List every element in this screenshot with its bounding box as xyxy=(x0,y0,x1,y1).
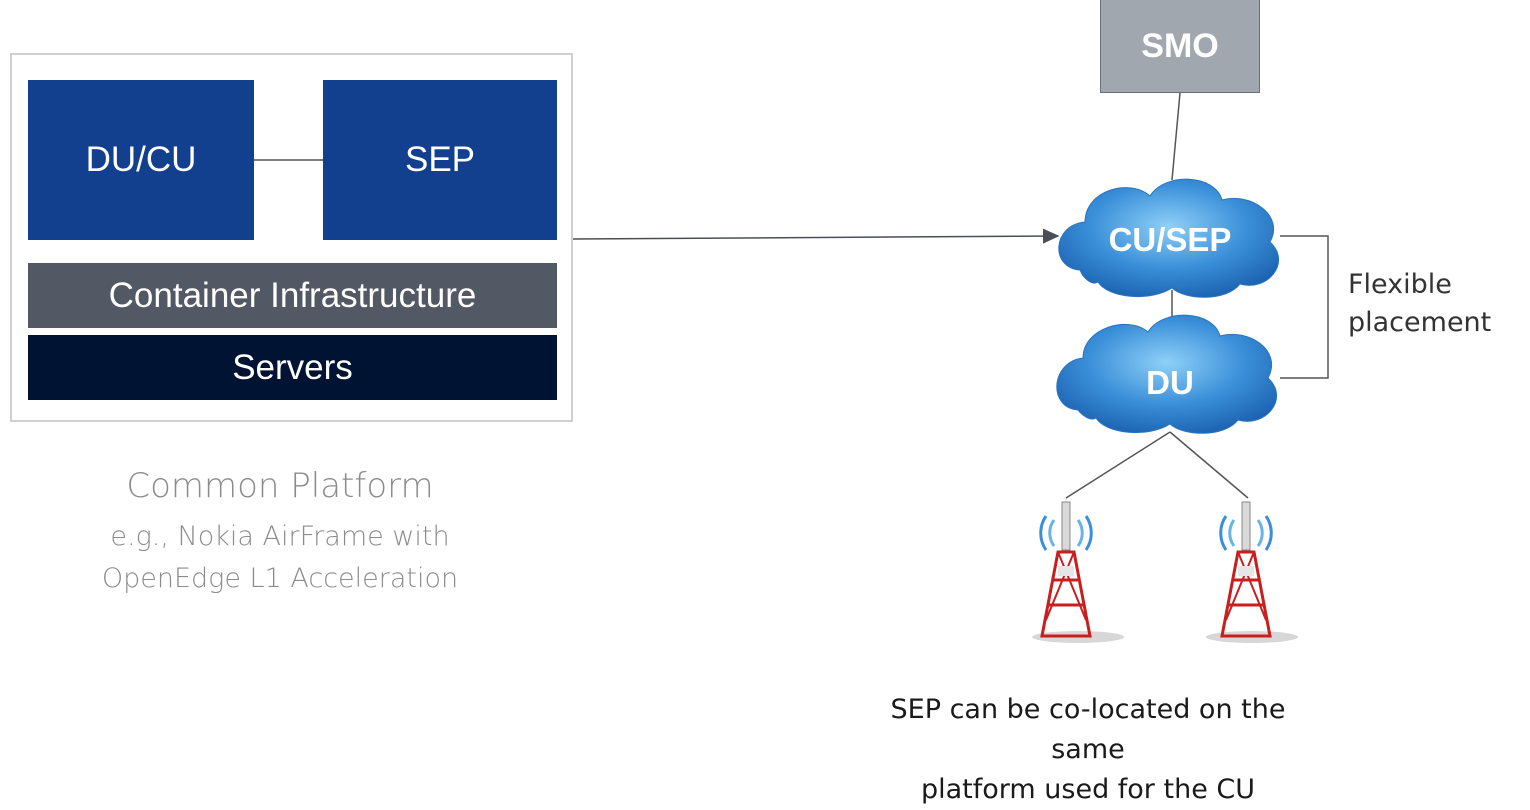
sep-colocation-line-2: platform used for the CU xyxy=(920,774,1256,805)
cell-tower-right-icon xyxy=(1206,501,1298,643)
platform-caption-subtitle: e.g., Nokia AirFrame with OpenEdge L1 Ac… xyxy=(40,516,520,600)
diagram-canvas: CU/SEP DU xyxy=(254,92,1329,643)
smo-to-cusep-link xyxy=(1171,92,1181,181)
container-infrastructure-bar: Container Infrastructure xyxy=(28,263,557,328)
du-to-tower-left-link xyxy=(1065,431,1171,499)
cu-sep-cloud-icon: CU/SEP xyxy=(1058,178,1280,298)
flexible-placement-line-2: placement xyxy=(1348,307,1492,338)
du-label: DU xyxy=(1146,364,1194,401)
du-cu-label: DU/CU xyxy=(85,140,197,179)
container-infrastructure-label: Container Infrastructure xyxy=(108,275,477,315)
platform-caption-line-1: e.g., Nokia AirFrame with xyxy=(110,521,450,552)
servers-label: Servers xyxy=(232,347,353,387)
servers-bar: Servers xyxy=(28,335,557,400)
flexible-placement-label: Flexible placement xyxy=(1348,266,1491,342)
cell-tower-left-icon xyxy=(1032,501,1124,643)
flexible-placement-line-1: Flexible xyxy=(1348,269,1452,300)
common-platform-frame xyxy=(10,53,573,422)
smo-box: SMO xyxy=(1100,0,1260,93)
flexible-placement-bracket xyxy=(1280,235,1329,379)
sep-label: SEP xyxy=(404,140,476,179)
platform-to-cusep-arrow xyxy=(572,228,1060,244)
du-cloud-icon: DU xyxy=(1056,314,1278,434)
platform-caption-line-2: OpenEdge L1 Acceleration xyxy=(101,563,459,594)
smo-label: SMO xyxy=(1141,26,1219,65)
cu-sep-label: CU/SEP xyxy=(1109,221,1232,258)
sep-colocation-line-1: SEP can be co-located on the same xyxy=(890,694,1286,765)
platform-caption-title: Common Platform xyxy=(126,466,434,506)
du-cu-box: DU/CU xyxy=(28,80,254,240)
sep-colocation-caption: SEP can be co-located on the same platfo… xyxy=(868,690,1308,810)
sep-box: SEP xyxy=(323,80,557,240)
du-to-tower-right-link xyxy=(1169,431,1249,499)
